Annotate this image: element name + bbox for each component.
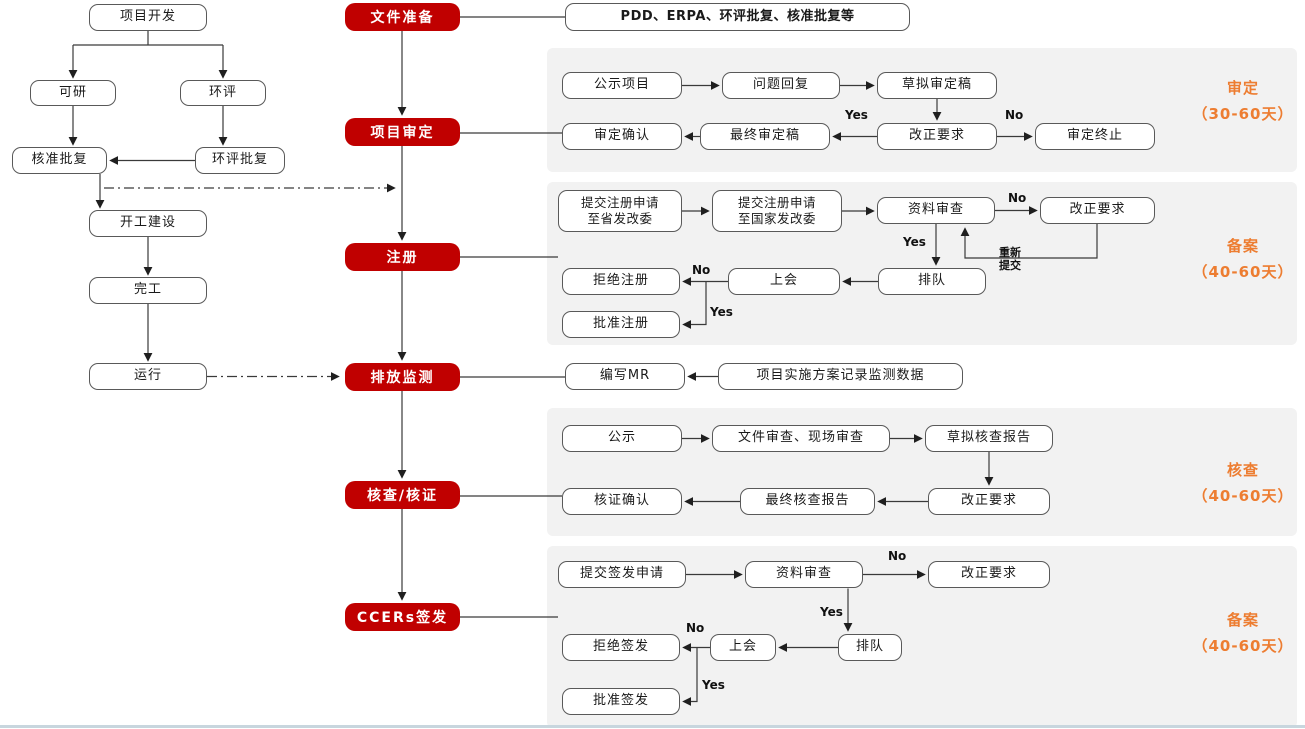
node-document-site-review: 文件审查、现场审查	[712, 425, 890, 452]
node-board-meeting-registration: 上会	[728, 268, 840, 295]
node-eia-approval: 环评批复	[195, 147, 285, 174]
bottom-divider	[0, 725, 1305, 728]
label-no: No	[686, 621, 705, 635]
node-feasibility-study: 可研	[30, 80, 116, 106]
stage-registration: 注册	[345, 243, 460, 271]
node-question-reply: 问题回复	[722, 72, 840, 99]
node-queue-issuance: 排队	[838, 634, 902, 661]
node-approval-reply: 核准批复	[12, 147, 107, 174]
node-construction-start: 开工建设	[89, 210, 207, 237]
node-required-documents: PDD、ERPA、环评批复、核准批复等	[565, 3, 910, 31]
validation-panel-bg	[547, 48, 1297, 172]
node-correction-request-validation: 改正要求	[877, 123, 997, 150]
node-submit-registration-provincial: 提交注册申请 至省发改委	[558, 190, 682, 232]
node-validation-terminated: 审定终止	[1035, 123, 1155, 150]
label-no: No	[692, 263, 711, 277]
node-validation-confirm: 审定确认	[562, 123, 682, 150]
node-issuance-approved: 批准签发	[562, 688, 680, 715]
side-label-registration-duration: 备案 （40-60天）	[1192, 237, 1294, 281]
node-write-mr: 编写MR	[565, 363, 685, 390]
node-material-review-issuance: 资料审查	[745, 561, 863, 588]
side-label-verification-duration: 核查 （40-60天）	[1192, 461, 1294, 505]
node-registration-rejected: 拒绝注册	[562, 268, 680, 295]
side-label-validation-duration: 审定 （30-60天）	[1192, 79, 1294, 123]
stage-ccers-issuance: CCERs签发	[345, 603, 460, 631]
node-correction-request-registration: 改正要求	[1040, 197, 1155, 224]
node-submit-registration-national: 提交注册申请 至国家发改委	[712, 190, 842, 232]
stage-emission-monitoring: 排放监测	[345, 363, 460, 391]
stage-document-preparation: 文件准备	[345, 3, 460, 31]
node-certification-confirm: 核证确认	[562, 488, 682, 515]
node-board-meeting-issuance: 上会	[710, 634, 776, 661]
node-final-validation-report: 最终审定稿	[700, 123, 830, 150]
label-resubmit: 重新 提交	[999, 246, 1021, 273]
label-yes: Yes	[820, 605, 843, 619]
node-submit-issuance-application: 提交签发申请	[558, 561, 686, 588]
stage-project-validation: 项目审定	[345, 118, 460, 146]
node-correction-request-issuance: 改正要求	[928, 561, 1050, 588]
label-yes: Yes	[702, 678, 725, 692]
label-no: No	[1008, 191, 1027, 205]
node-project-development: 项目开发	[89, 4, 207, 31]
label-no: No	[1005, 108, 1024, 122]
node-completion: 完工	[89, 277, 207, 304]
node-material-review-registration: 资料审查	[877, 197, 995, 224]
side-label-issuance-duration: 备案 （40-60天）	[1192, 611, 1294, 655]
label-yes: Yes	[710, 305, 733, 319]
label-yes: Yes	[903, 235, 926, 249]
node-operation: 运行	[89, 363, 207, 390]
node-eia: 环评	[180, 80, 266, 106]
node-registration-approved: 批准注册	[562, 311, 680, 338]
label-no: No	[888, 549, 907, 563]
node-correction-request-verification: 改正要求	[928, 488, 1050, 515]
node-publicize-verification: 公示	[562, 425, 682, 452]
stage-verification-certification: 核查/核证	[345, 481, 460, 509]
node-draft-verification-report: 草拟核查报告	[925, 425, 1053, 452]
node-queue-registration: 排队	[878, 268, 986, 295]
node-record-monitoring-data: 项目实施方案记录监测数据	[718, 363, 963, 390]
node-final-verification-report: 最终核查报告	[740, 488, 875, 515]
label-yes: Yes	[845, 108, 868, 122]
node-draft-validation-report: 草拟审定稿	[877, 72, 997, 99]
node-publicize-project: 公示项目	[562, 72, 682, 99]
node-issuance-rejected: 拒绝签发	[562, 634, 680, 661]
